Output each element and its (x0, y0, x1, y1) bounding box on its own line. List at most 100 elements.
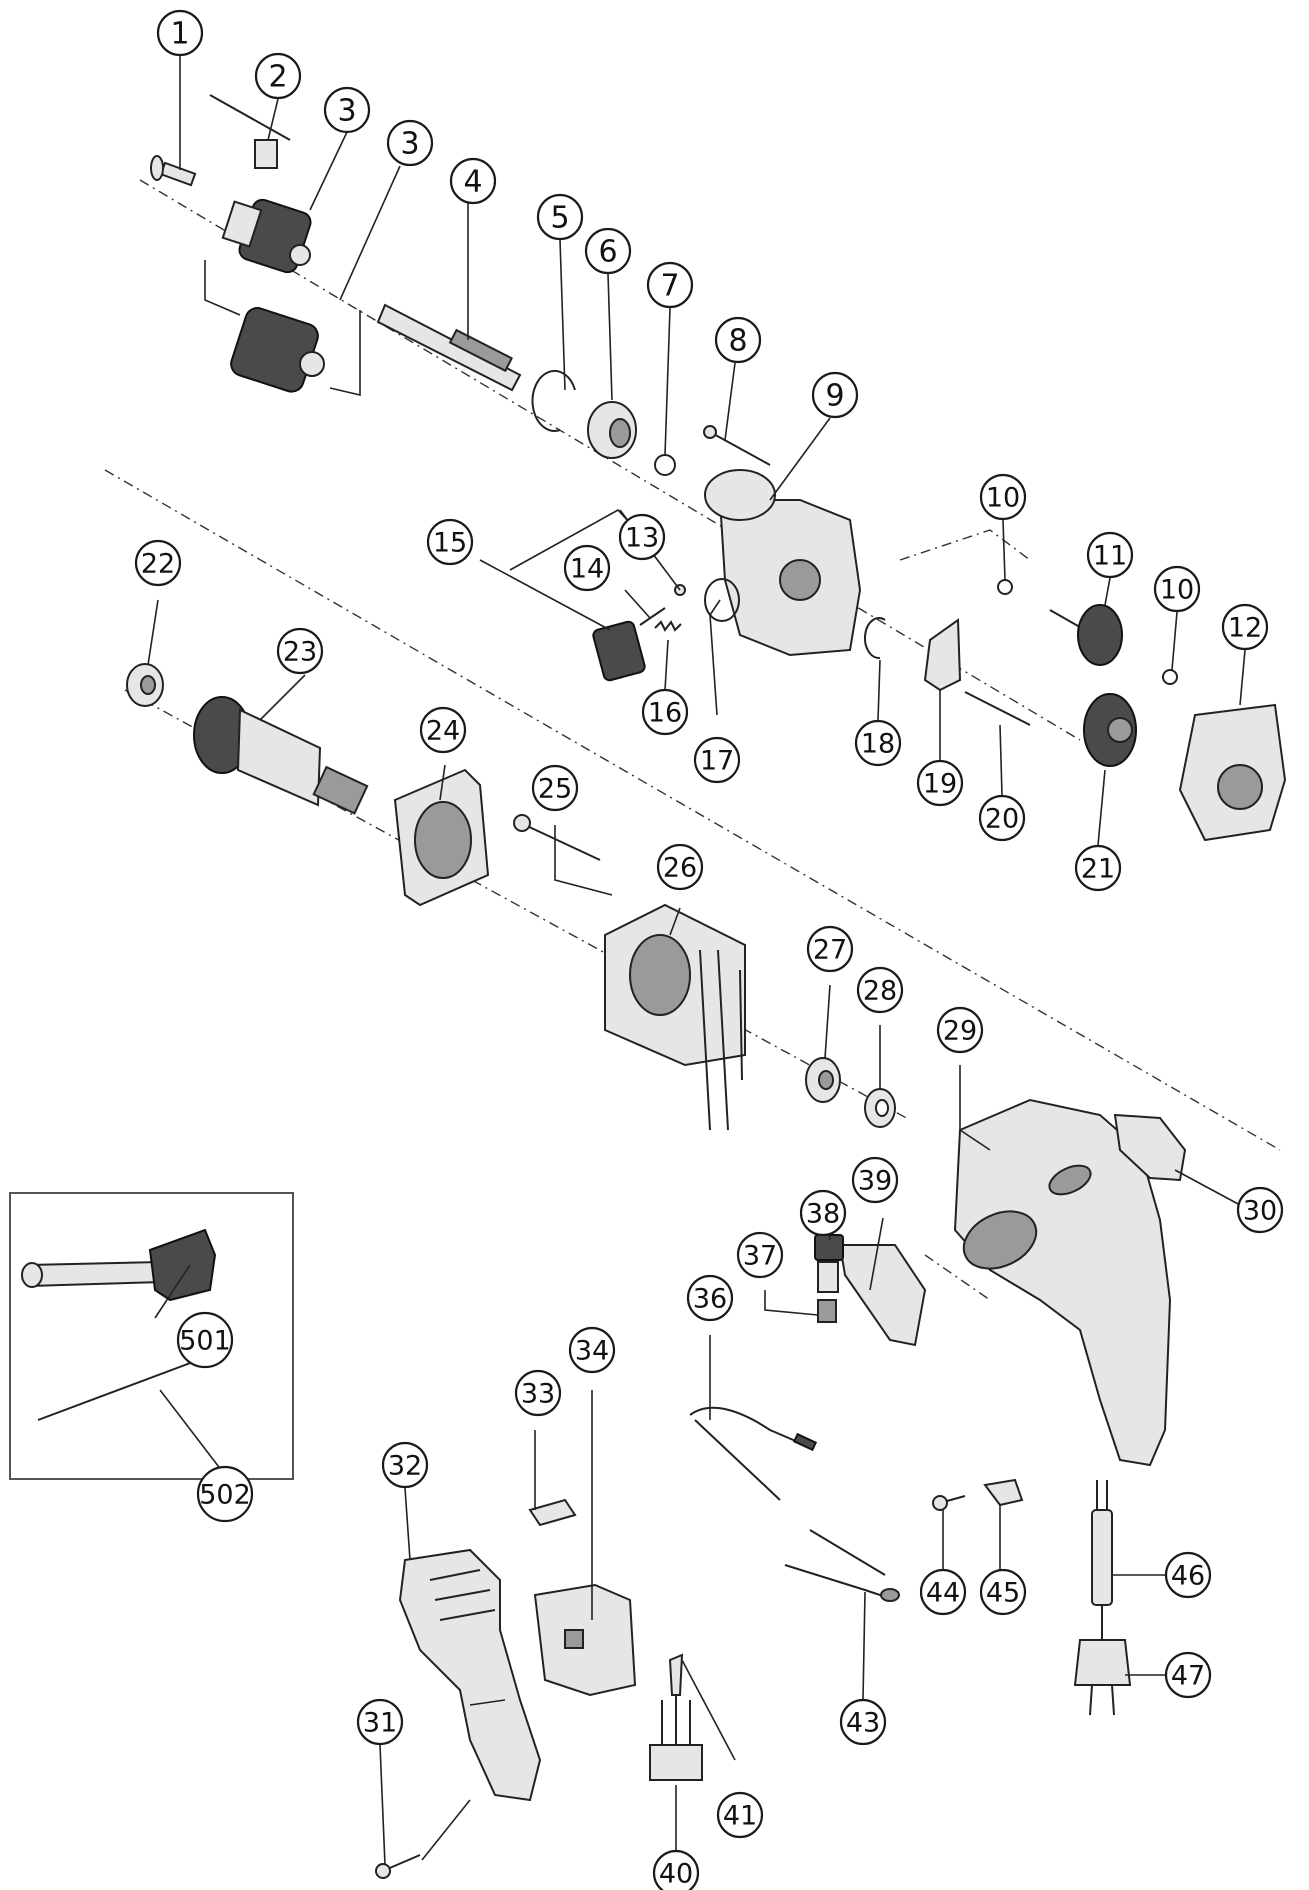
callout-10b: 10 (1153, 565, 1201, 613)
leader-lines (147, 56, 1246, 1866)
part-spindle-4 (376, 303, 522, 392)
callout-10a: 10 (979, 473, 1027, 521)
callout-30: 30 (1236, 1186, 1284, 1234)
part-retaining-ring-7 (654, 454, 676, 476)
accessories-inset (9, 1192, 294, 1480)
callout-8: 8 (714, 316, 762, 364)
part-gear-21 (1083, 693, 1137, 767)
part-label-30 (1113, 1113, 1187, 1182)
callout-39: 39 (851, 1156, 899, 1204)
part-armature-23 (193, 696, 369, 815)
callout-label: 13 (625, 523, 659, 554)
callout-label: 22 (141, 549, 175, 580)
callout-36: 36 (686, 1274, 734, 1322)
part-gear-11 (1049, 604, 1123, 666)
callout-label: 5 (550, 201, 569, 236)
part-keyless-chuck-3 (230, 307, 325, 393)
part-retaining-ring-18 (863, 617, 886, 660)
callout-label: 11 (1093, 541, 1127, 572)
callout-label: 40 (659, 1859, 693, 1890)
callout-label: 17 (700, 746, 734, 777)
callout-33: 33 (514, 1369, 562, 1417)
callout-11: 11 (1086, 531, 1134, 579)
part-fan-guide-24 (393, 768, 490, 907)
callout-15: 15 (426, 518, 474, 566)
part-retaining-ring-5 (531, 369, 576, 432)
callout-label: 9 (825, 379, 844, 414)
part-switch-34 (533, 1583, 637, 1697)
part-stator-26 (604, 903, 746, 1131)
callout-label: 3 (337, 94, 356, 129)
callout-label: 3 (400, 127, 419, 162)
callout-label: 2 (268, 60, 287, 95)
part-bearing-6 (587, 401, 637, 459)
part-o-ring-13 (704, 578, 740, 622)
callout-31: 31 (356, 1698, 404, 1746)
callout-label: 39 (858, 1166, 892, 1197)
callout-34: 34 (568, 1326, 616, 1374)
part-label-39 (838, 1244, 927, 1347)
callout-label: 29 (943, 1016, 977, 1047)
callout-47: 47 (1164, 1651, 1212, 1699)
callout-label: 10 (986, 483, 1020, 514)
part-chuck-key-2 (209, 94, 291, 169)
callout-37: 37 (736, 1231, 784, 1279)
callout-40: 40 (652, 1849, 700, 1890)
callout-label: 18 (861, 729, 895, 760)
callout-25: 25 (531, 764, 579, 812)
part-screw-8 (703, 425, 771, 466)
callout-13: 13 (618, 513, 666, 561)
callout-23: 23 (276, 627, 324, 675)
callout-18: 18 (854, 719, 902, 767)
callout-label: 41 (723, 1801, 757, 1832)
callout-label: 31 (363, 1708, 397, 1739)
callout-label: 26 (663, 853, 697, 884)
part-housing-29 (953, 1098, 1172, 1467)
part-switch-lever-33 (528, 1498, 577, 1527)
callout-32: 32 (381, 1441, 429, 1489)
part-lever-19 (923, 618, 962, 692)
callout-17: 17 (693, 736, 741, 784)
callout-label: 8 (728, 324, 747, 359)
guide-lines (104, 179, 1281, 1301)
callout-3a: 3 (323, 86, 371, 134)
callout-label: 20 (985, 804, 1019, 835)
callout-46: 46 (1164, 1551, 1212, 1599)
part-keyed-chuck-3 (221, 198, 312, 274)
part-screw-1 (150, 155, 197, 187)
part-spring-16 (654, 620, 682, 632)
part-screw-44 (932, 1495, 966, 1511)
callout-19: 19 (916, 759, 964, 807)
callout-12: 12 (1221, 603, 1269, 651)
callout-16: 16 (641, 688, 689, 736)
callout-label: 23 (283, 637, 317, 668)
callout-label: 10 (1160, 575, 1194, 606)
callout-label: 38 (806, 1199, 840, 1230)
callout-27: 27 (806, 925, 854, 973)
part-bearing-22 (126, 663, 164, 707)
callout-label: 4 (463, 165, 482, 200)
callout-29: 29 (936, 1006, 984, 1054)
callout-38: 38 (799, 1189, 847, 1237)
callout-label: 33 (521, 1379, 555, 1410)
callout-label: 27 (813, 935, 847, 966)
part-washer-10a (997, 579, 1013, 595)
callout-label: 28 (863, 976, 897, 1007)
callout-label: 14 (570, 554, 604, 585)
callout-21: 21 (1074, 844, 1122, 892)
part-washer-10b (1162, 669, 1178, 685)
callout-label: 30 (1243, 1196, 1277, 1227)
part-bearing-27 (805, 1057, 841, 1103)
part-cord-47 (1073, 1605, 1132, 1716)
callout-45: 45 (979, 1568, 1027, 1616)
callout-label: 502 (199, 1480, 251, 1511)
part-internal-wire-43 (784, 1529, 900, 1602)
callout-6: 6 (584, 227, 632, 275)
part-inner-cover-12 (1178, 703, 1287, 842)
callout-5: 5 (536, 193, 584, 241)
callout-44: 44 (919, 1568, 967, 1616)
part-terminal-41 (668, 1653, 684, 1696)
callout-label: 45 (986, 1578, 1020, 1609)
callout-41: 41 (716, 1791, 764, 1839)
part-tapping-screw-31 (375, 1854, 421, 1879)
